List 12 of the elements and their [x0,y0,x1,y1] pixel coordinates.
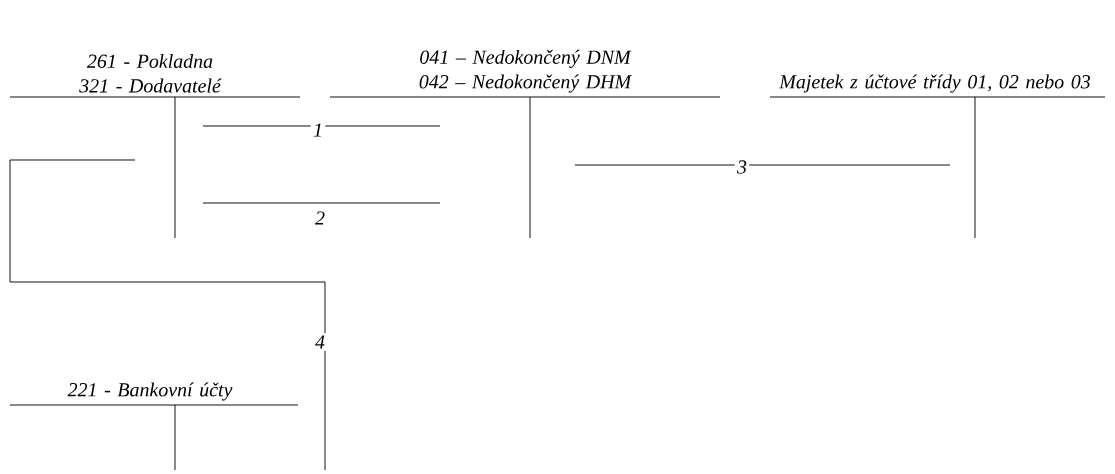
edge-label: 1 [310,121,326,139]
edge-label: 4 [312,333,328,351]
edge-label: 2 [312,209,328,227]
t-account: 261 - Pokladna 321 - Dodavatelé [9,53,301,239]
t-account: Majetek z účtové třídy 01, 02 nebo 03 [769,74,1106,239]
t-account: 221 - Bankovní účty [9,382,299,471]
edge-label: 3 [734,157,750,177]
connector-line [574,164,951,166]
connector-line [9,159,326,471]
connector-line [202,202,441,204]
t-account: 041 – Nedokončený DNM 042 – Nedokončený DHM [329,49,721,239]
connector-line [202,125,441,127]
